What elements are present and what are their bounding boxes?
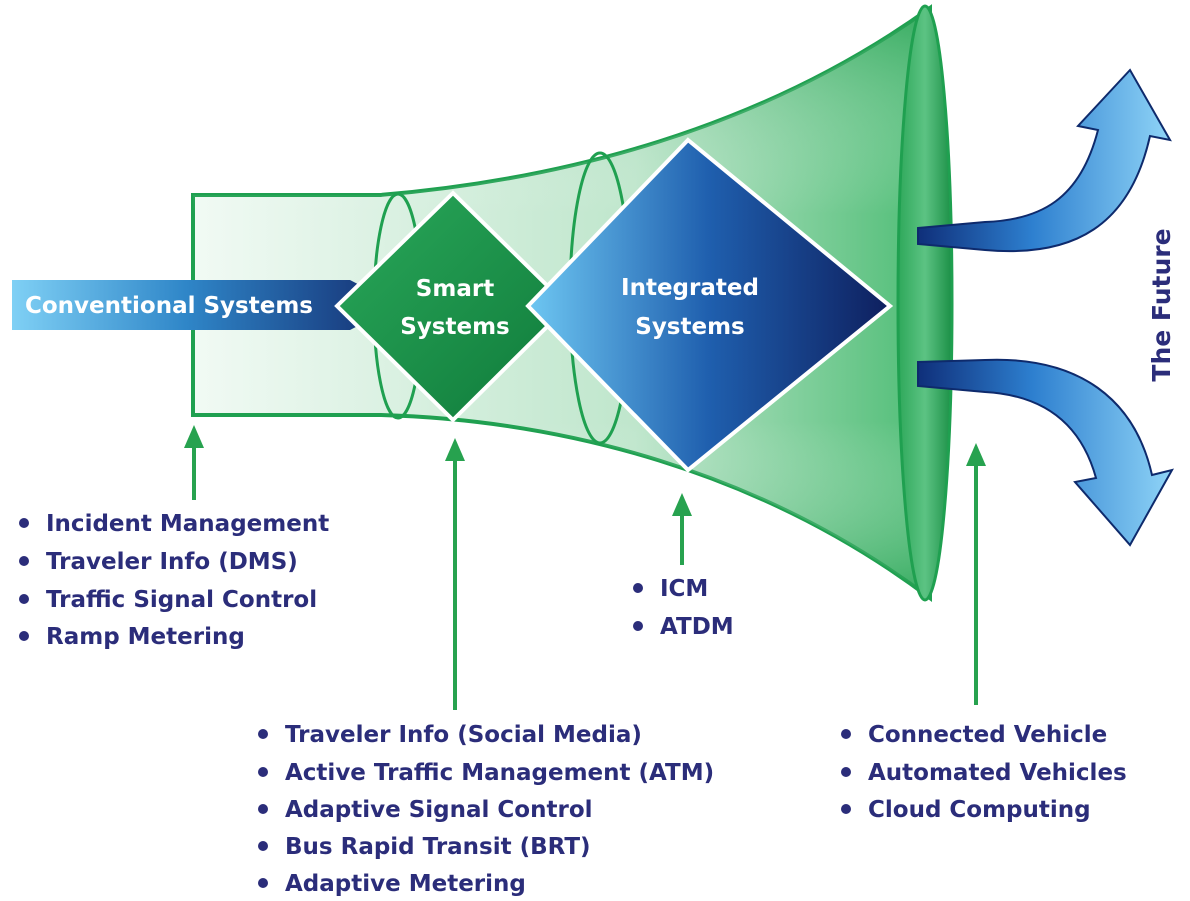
list-item: Incident Management [19,511,329,537]
list-item-text: Adaptive Signal Control [285,797,593,823]
list-item: Bus Rapid Transit (BRT) [258,834,591,860]
future-list: Connected Vehicle Automated Vehicles Clo… [841,722,1127,823]
bullet-icon [19,594,29,604]
list-item-text: ICM [660,576,708,602]
smart-pointer-arrow [445,438,465,710]
bullet-icon [258,841,268,851]
future-arrow-down [917,358,1175,547]
list-item-text: Ramp Metering [46,624,245,650]
future-pointer-arrow [966,443,986,705]
list-item-text: Adaptive Metering [285,871,526,897]
integrated-pointer-arrow [672,493,692,565]
list-item: Traveler Info (DMS) [19,549,298,575]
future-arrow-up [917,68,1172,253]
conventional-systems-label: Conventional Systems [25,293,313,319]
future-label: The Future [1147,228,1176,381]
conventional-list: Incident Management Traveler Info (DMS) … [19,511,329,650]
integrated-systems-label-line1: Integrated [621,275,759,301]
bullet-icon [633,621,643,631]
bullet-icon [258,804,268,814]
list-item: Adaptive Signal Control [258,797,593,823]
bullet-icon [258,878,268,888]
pointer-arrows [184,425,986,710]
list-item-text: Bus Rapid Transit (BRT) [285,834,591,860]
list-item: Automated Vehicles [841,760,1127,786]
list-item-text: Automated Vehicles [868,760,1127,786]
smart-systems-diamond: Smart Systems [334,190,571,423]
list-item: Adaptive Metering [258,871,526,897]
smart-systems-label-line1: Smart [416,276,494,302]
integrated-systems-diamond: Integrated Systems [525,137,894,473]
list-item: Cloud Computing [841,797,1091,823]
list-item-text: Traveler Info (Social Media) [285,722,642,748]
bullet-icon [841,767,851,777]
list-item-text: Traveler Info (DMS) [46,549,298,575]
list-item-text: ATDM [660,614,734,640]
bullet-icon [19,556,29,566]
smart-list: Traveler Info (Social Media) Active Traf… [258,722,714,897]
list-item: Traffic Signal Control [19,587,317,613]
list-item: Active Traffic Management (ATM) [258,760,714,786]
list-item-text: Incident Management [46,511,329,537]
list-item: ATDM [633,614,734,640]
bullet-icon [841,729,851,739]
list-item: Connected Vehicle [841,722,1107,748]
bullet-icon [841,804,851,814]
bullet-icon [19,631,29,641]
bullet-icon [258,767,268,777]
list-item-text: Cloud Computing [868,797,1091,823]
conventional-systems-arrow: Conventional Systems [12,280,398,330]
list-item: ICM [633,576,708,602]
list-item: Traveler Info (Social Media) [258,722,642,748]
integrated-list: ICM ATDM [633,576,734,640]
bullet-icon [258,729,268,739]
bullet-icon [19,518,29,528]
list-item-text: Traffic Signal Control [46,587,317,613]
integrated-systems-label-line2: Systems [635,314,745,340]
funnel-mouth [896,4,954,602]
list-item-text: Active Traffic Management (ATM) [285,760,714,786]
list-item: Ramp Metering [19,624,245,650]
list-item-text: Connected Vehicle [868,722,1107,748]
conventional-pointer-arrow [184,425,204,500]
smart-systems-label-line2: Systems [400,314,510,340]
bullet-icon [633,583,643,593]
